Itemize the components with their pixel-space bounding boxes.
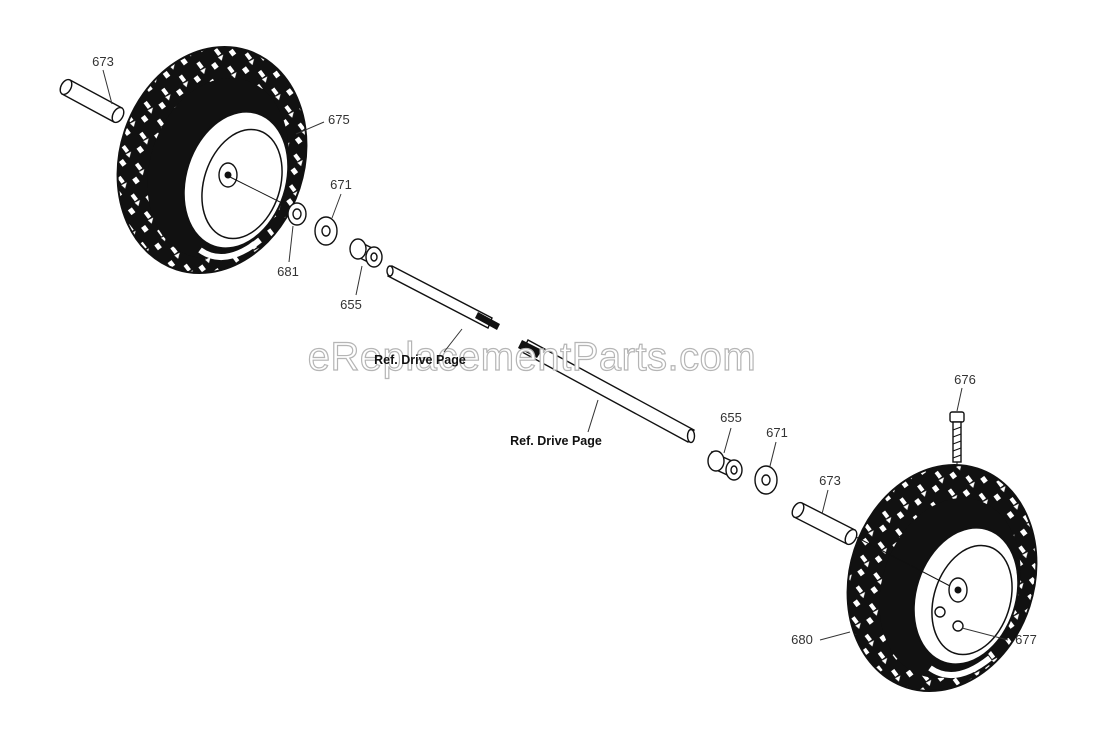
watermark-text: eReplacementParts.com xyxy=(308,335,756,379)
right-axle-spacer xyxy=(791,501,858,546)
label-680: 680 xyxy=(791,632,813,647)
label-655-left: 655 xyxy=(340,297,362,312)
label-655-right: 655 xyxy=(720,410,742,425)
right-wheel-assembly xyxy=(707,411,1038,693)
part-labels: 673 675 671 681 655 Ref. Drive Page Ref.… xyxy=(92,54,1037,647)
right-sleeve xyxy=(707,450,743,481)
label-677: 677 xyxy=(1015,632,1037,647)
label-673-left: 673 xyxy=(92,54,114,69)
label-675: 675 xyxy=(328,112,350,127)
left-wheel-assembly xyxy=(59,45,500,330)
label-671-left: 671 xyxy=(330,177,352,192)
left-axle-spacer xyxy=(59,78,125,124)
label-681: 681 xyxy=(277,264,299,279)
label-676: 676 xyxy=(954,372,976,387)
label-ref-drive-upper: Ref. Drive Page xyxy=(374,353,466,367)
label-673-right: 673 xyxy=(819,473,841,488)
left-washer xyxy=(314,216,338,246)
right-tire xyxy=(846,463,1038,693)
leader-lines xyxy=(102,69,1009,641)
left-bushing xyxy=(287,202,307,226)
left-sleeve xyxy=(349,238,383,268)
left-tire xyxy=(116,45,308,275)
label-671-right: 671 xyxy=(766,425,788,440)
upper-drive-shaft xyxy=(386,265,500,330)
lower-drive-shaft xyxy=(518,339,696,444)
label-ref-drive-lower: Ref. Drive Page xyxy=(510,434,602,448)
right-washer xyxy=(754,465,778,495)
